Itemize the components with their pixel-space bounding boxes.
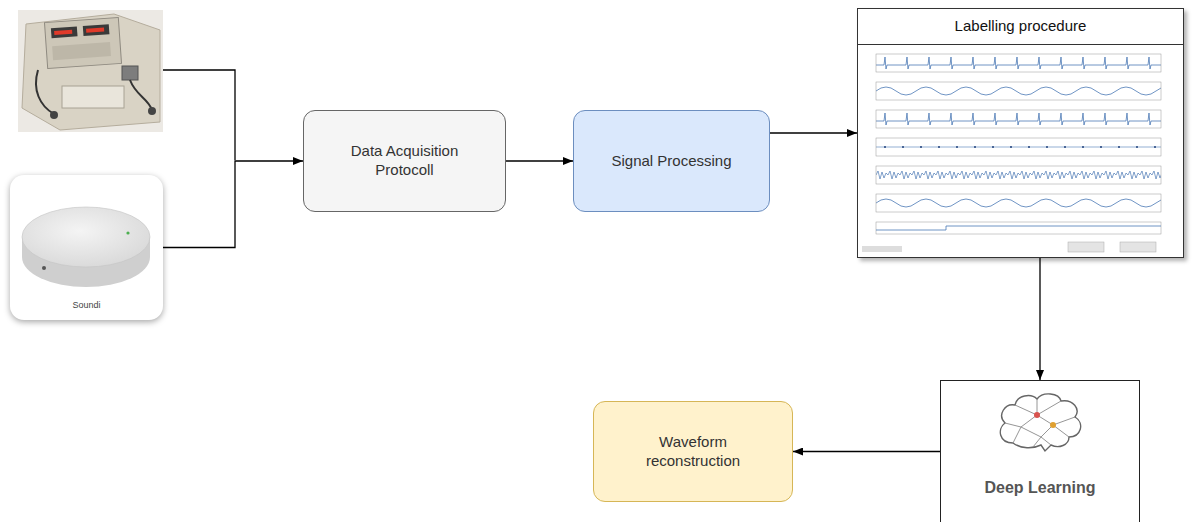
brain-outline xyxy=(1000,394,1080,451)
status-led xyxy=(126,231,129,234)
signal-row xyxy=(876,54,1161,72)
process-box: Data Acquisition Protocoll xyxy=(303,110,506,212)
sensor-box xyxy=(122,66,138,80)
soundi-device-picture xyxy=(10,175,163,320)
device-body xyxy=(22,14,160,130)
display xyxy=(51,26,78,38)
device-panel xyxy=(44,17,121,68)
cable xyxy=(130,80,152,110)
node-text: Deep Learning xyxy=(984,478,1095,498)
flow-arrow xyxy=(506,160,573,161)
network-links xyxy=(1005,399,1075,447)
display xyxy=(83,24,110,36)
psg-device-photo xyxy=(18,10,163,132)
display-digits xyxy=(54,30,72,35)
node-text: Data Acquisition Protocoll xyxy=(330,142,480,180)
ui-button xyxy=(1120,242,1156,252)
signal-row xyxy=(876,82,1161,100)
port-hole xyxy=(42,266,46,270)
toolbar xyxy=(862,246,902,252)
display-digits xyxy=(86,27,104,32)
electrode xyxy=(50,111,58,119)
merge-wire xyxy=(163,70,235,160)
ui-button xyxy=(1068,242,1104,252)
button-row xyxy=(52,42,111,60)
output-box: Waveform reconstruction xyxy=(593,401,793,502)
node-text: Signal Processing xyxy=(611,152,731,171)
electrode xyxy=(148,107,156,115)
signal-row xyxy=(876,110,1161,128)
signal-row xyxy=(876,166,1161,184)
disc-top xyxy=(22,207,150,267)
flow-arrow xyxy=(770,132,857,133)
flow-arrow xyxy=(1039,258,1040,380)
node-text: Soundi xyxy=(72,300,100,311)
labelling-screenshot xyxy=(858,46,1169,258)
process-box: Signal Processing xyxy=(573,110,770,212)
node-text: Waveform reconstruction xyxy=(623,433,763,471)
screenshot-panel: Labelling procedure xyxy=(857,8,1184,258)
signal-row xyxy=(876,222,1161,234)
photo-ground xyxy=(18,10,163,132)
signal-row xyxy=(876,194,1161,212)
flow-arrow xyxy=(793,451,940,452)
network-dot xyxy=(1050,422,1056,428)
network-dot xyxy=(1034,412,1040,418)
node-text: Labelling procedure xyxy=(858,9,1183,45)
device-card: Soundi xyxy=(10,175,163,320)
brain-network-icon xyxy=(941,381,1138,481)
signal-row xyxy=(876,138,1161,156)
flow-arrow xyxy=(163,161,303,248)
lower-panel xyxy=(62,86,124,108)
model-box: Deep Learning xyxy=(940,380,1140,522)
cable xyxy=(36,70,54,114)
